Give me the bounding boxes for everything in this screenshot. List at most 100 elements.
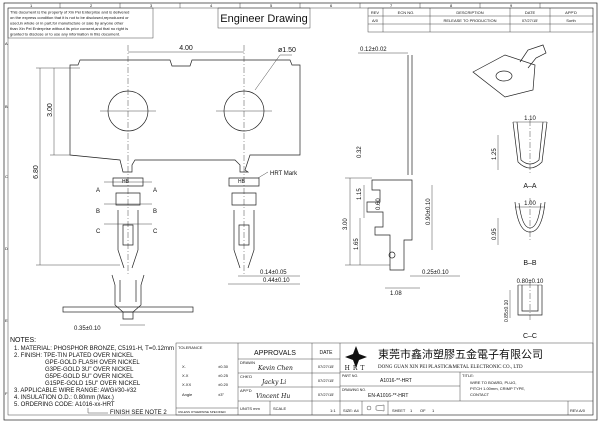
dim-014: 0.14±0.05 <box>260 270 287 276</box>
drawing-no: EN-A1016-**-HRT <box>368 393 408 399</box>
dim-aa-width: 1.10 <box>524 116 536 122</box>
tolerance-footer: UNLESS OTHERWISE SPECIFIED <box>178 410 226 414</box>
note-line: GPE-GOLD FLASH OVER NICKEL <box>45 360 140 366</box>
note-line: 3. APPLICABLE WIRE RANGE: AWG#30-#32 <box>14 388 137 394</box>
grid-row-label: B <box>5 104 8 109</box>
revision-header: APP'D <box>565 10 577 15</box>
header-title: Engineer Drawing <box>220 13 307 25</box>
revision-cell: A/0 <box>372 18 379 23</box>
grid-col-label: 4 <box>210 3 213 8</box>
grid-row-label: C <box>5 174 8 179</box>
approval-role: CHK'D <box>240 374 252 379</box>
section-b-marker: B <box>96 209 100 215</box>
approval-date: 07/27/15' <box>318 364 335 369</box>
tolerance-key: Angle <box>182 392 193 397</box>
section-bb-label: B–B <box>523 260 537 267</box>
sheet-of: OF <box>420 408 426 413</box>
section-aa-label: A–A <box>523 183 537 190</box>
dim-total-height: 6.80 <box>33 165 40 179</box>
approval-date: 07/27/15' <box>318 378 335 383</box>
date-header: DATE <box>320 350 334 356</box>
grid-col-label: 9 <box>510 3 513 8</box>
revision-header: DESCRIPTION <box>456 10 483 15</box>
approval-role: APP'D <box>240 388 252 393</box>
grid-row-label: F <box>5 391 8 396</box>
dim-hole: ø1.50 <box>278 47 296 54</box>
revision-header: REV <box>371 10 380 15</box>
grid-col-label: 5 <box>270 3 273 8</box>
revision-header: DATE <box>525 10 536 15</box>
section-c-marker: C <box>96 229 101 235</box>
section-b-marker: B <box>153 209 157 215</box>
tolerance-value: ±3° <box>218 392 224 397</box>
section-c-marker: C <box>153 229 158 235</box>
part-no: A1016-**-HRT <box>380 378 412 384</box>
dim-035: 0.35±0.10 <box>74 326 101 332</box>
revision-cell: 07/27/15' <box>522 18 539 23</box>
isometric-view <box>472 44 547 98</box>
note-line: FINISH SEE NOTE 2 <box>110 410 167 416</box>
scale-label: SCALE <box>273 406 286 411</box>
hb-mark: HB <box>238 179 246 185</box>
dim-090: 0.90±0.10 <box>426 198 432 225</box>
section-a-marker: A <box>96 188 100 194</box>
dim-115: 1.15 <box>357 188 363 200</box>
revision-header: ECN NO. <box>398 10 415 15</box>
revision-table: REV ECN NO. DESCRIPTION DATE APP'D A/0 R… <box>367 7 594 33</box>
projection-symbol <box>366 404 385 412</box>
logo-text: HRT <box>345 365 368 372</box>
tolerance-key: X. <box>182 364 186 369</box>
dim-108: 1.08 <box>390 291 402 297</box>
disclaimer-line: granted to disclose or to use any inform… <box>10 32 120 37</box>
revision-cell: RELEASE TO PRODUCTION <box>444 18 497 23</box>
dim-300: 3.00 <box>343 218 349 230</box>
section-cc-label: C–C <box>523 333 537 340</box>
scale-value: 1:1 <box>330 408 336 413</box>
hrt-mark-label: HRT Mark <box>270 171 298 177</box>
side-view: 0.12±0.02 0.32 1.15 0.60 3.00 1.65 0.90±… <box>343 47 460 297</box>
sheet-total: 1 <box>432 408 435 413</box>
title-line: PITCH 1.00mm, CRIMP TYPE, <box>470 386 525 391</box>
header-title-box <box>217 7 311 29</box>
grid-col-label: 2 <box>90 3 93 8</box>
dim-165: 1.65 <box>354 238 360 250</box>
grid-col-label: 7 <box>390 3 393 8</box>
dim-cc-height: 0.85±0.10 <box>504 300 510 322</box>
dim-bb-width: 1.00 <box>524 201 536 207</box>
title-block: TOLERANCE X. ±0.30 X.X ±0.25 X.XX ±0.20 … <box>175 342 594 416</box>
sheet-label: SHEET <box>392 408 406 413</box>
part-no-label: PART NO. <box>342 374 358 378</box>
dim-bb-height: 0.95 <box>492 228 498 240</box>
dim-aa-height: 1.25 <box>492 148 498 160</box>
approval-signature: Kevin Chen <box>257 365 293 372</box>
approval-signature: Jacky Li <box>260 379 286 386</box>
dim-cc-width: 0.80±0.10 <box>517 279 544 285</box>
tolerance-key: X.XX <box>182 382 191 387</box>
note-line: 4. INSULATION O.D.: 0.80mm (Max.) <box>14 395 114 401</box>
dim-032: 0.32 <box>357 146 363 158</box>
tolerance-key: X.X <box>182 373 189 378</box>
title-label: TITLE: <box>462 373 474 378</box>
dim-thickness: 0.12±0.02 <box>360 47 387 53</box>
grid-col-label: 3 <box>150 3 153 8</box>
approvals-title: APPROVALS <box>254 350 296 357</box>
front-view: HB HB A A B B C C 4.00 ø1.50 6.80 3.00 H… <box>33 45 301 332</box>
sheet-number: 1 <box>410 408 413 413</box>
revision-footer: REV.A/0 <box>570 408 586 413</box>
grid-row-label: A <box>5 41 8 46</box>
approval-date: 07/27/15' <box>318 392 335 397</box>
dim-060: 0.60 <box>376 198 382 210</box>
company-logo: HRT <box>345 346 368 372</box>
disclaimer-line: on the express condition that it is not … <box>10 15 129 20</box>
note-line: 2. FINISH: TPE-TIN PLATED OVER NICKEL <box>14 353 134 359</box>
grid-col-label: 1 <box>30 3 33 8</box>
section-a-marker: A <box>153 188 157 194</box>
disclaimer-box: This document is the property of Xin Pei… <box>7 7 154 39</box>
approval-signature: Vincent Hu <box>256 393 290 400</box>
note-line: G5PE-GOLD 5U" OVER NICKEL <box>45 374 134 380</box>
units: UNITS mm <box>240 406 260 411</box>
grid-row-label: E <box>5 318 8 323</box>
note-line: G15PE-GOLD 15U" OVER NICKEL <box>45 381 141 387</box>
tolerance-value: ±0.30 <box>218 364 229 369</box>
